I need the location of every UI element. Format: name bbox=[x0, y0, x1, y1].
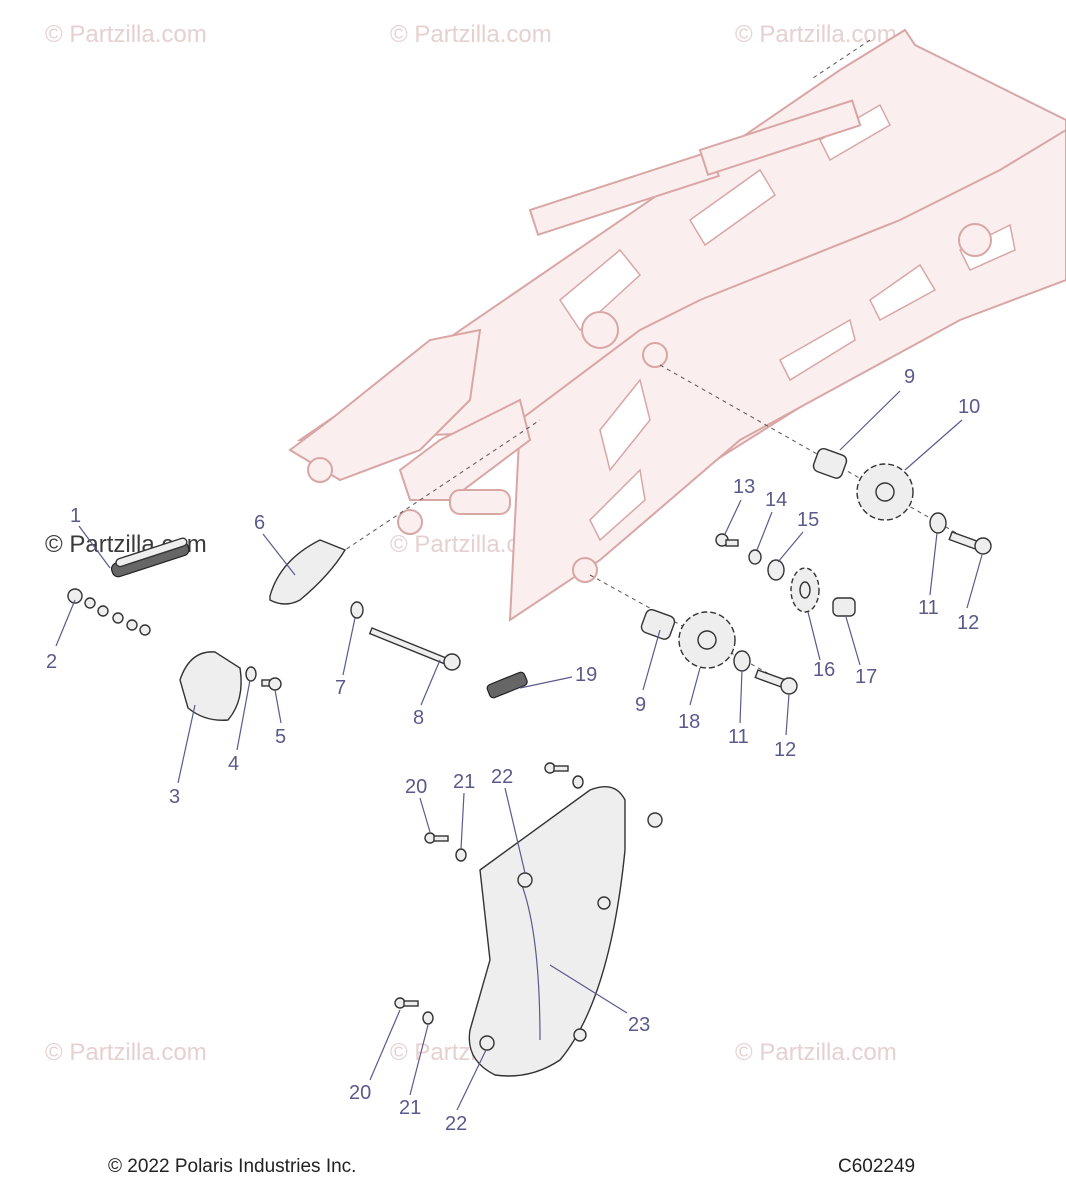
screw-part bbox=[394, 997, 419, 1009]
callout-15: 15 bbox=[797, 509, 819, 531]
suspension-frame bbox=[288, 28, 1066, 622]
washer-part bbox=[733, 650, 751, 672]
callout-14: 14 bbox=[765, 489, 787, 511]
callout-7: 7 bbox=[335, 677, 346, 699]
bushing-part bbox=[767, 559, 785, 581]
parts bbox=[67, 447, 992, 1077]
washer-part bbox=[455, 848, 467, 862]
callout-20-lower: 20 bbox=[349, 1082, 371, 1104]
watermark-text: © Partzilla.com bbox=[45, 21, 207, 48]
callout-11-upper: 11 bbox=[918, 597, 939, 619]
long-bolt-part bbox=[368, 627, 461, 671]
chain-link-part bbox=[67, 588, 151, 636]
spacer-part bbox=[640, 608, 676, 640]
grommet-part bbox=[597, 896, 611, 910]
chaincase-cover-part bbox=[468, 786, 626, 1077]
sprocket-part bbox=[678, 611, 736, 669]
grommet-part bbox=[517, 872, 533, 888]
washer-part bbox=[572, 775, 584, 789]
watermark-text: © Partzilla.com bbox=[735, 21, 897, 48]
callout-18: 18 bbox=[678, 711, 700, 733]
diagram-id: C602249 bbox=[838, 1156, 916, 1177]
bolt-part bbox=[261, 677, 282, 691]
bolt-part bbox=[948, 531, 992, 555]
callout-1: 1 bbox=[70, 505, 81, 527]
callout-20-upper: 20 bbox=[405, 776, 427, 798]
callout-21-lower: 21 bbox=[399, 1097, 421, 1119]
grommet-part bbox=[479, 1035, 495, 1051]
washer-part bbox=[929, 512, 947, 534]
callout-labels: 1 2 3 4 5 6 7 8 9 9 10 11 11 12 12 13 14… bbox=[46, 366, 980, 1135]
watermark-text: © Partzilla.com bbox=[735, 1039, 897, 1066]
washer-part bbox=[350, 601, 364, 619]
idler-part bbox=[790, 567, 820, 613]
bolt-part bbox=[715, 533, 739, 547]
screw-part bbox=[544, 762, 569, 774]
washer-part bbox=[245, 666, 257, 682]
callout-12-upper: 12 bbox=[957, 612, 979, 634]
callout-5: 5 bbox=[275, 726, 286, 748]
callout-19: 19 bbox=[575, 664, 597, 686]
callout-9-lower: 9 bbox=[635, 694, 646, 716]
callout-2: 2 bbox=[46, 651, 57, 673]
callout-6: 6 bbox=[254, 512, 265, 534]
sprocket-part bbox=[856, 463, 914, 521]
callout-12-lower: 12 bbox=[774, 739, 796, 761]
copyright-text: © 2022 Polaris Industries Inc. bbox=[108, 1156, 357, 1177]
callout-13: 13 bbox=[733, 476, 755, 498]
bushing-part bbox=[832, 597, 856, 617]
callout-17: 17 bbox=[855, 666, 877, 688]
callout-10: 10 bbox=[958, 396, 980, 418]
chain-part bbox=[110, 537, 190, 578]
chain-segment-part bbox=[486, 671, 528, 699]
watermark-text: © Partzilla.com bbox=[45, 1039, 207, 1066]
tensioner-block-part bbox=[179, 651, 242, 721]
callout-3: 3 bbox=[169, 786, 180, 808]
callout-9-upper: 9 bbox=[904, 366, 915, 388]
callout-22-lower: 22 bbox=[445, 1113, 467, 1135]
callout-4: 4 bbox=[228, 753, 239, 775]
washer-part bbox=[422, 1011, 434, 1025]
callout-11-lower: 11 bbox=[728, 726, 749, 748]
slider-shoe-part bbox=[269, 539, 347, 605]
screw-part bbox=[424, 832, 449, 844]
callout-21-upper: 21 bbox=[453, 771, 475, 793]
washer-part bbox=[748, 549, 762, 565]
bolt-part bbox=[754, 669, 798, 695]
watermark-text: © Partzilla.com bbox=[390, 21, 552, 48]
leader-lines bbox=[55, 390, 983, 1111]
spacer-part bbox=[812, 447, 848, 479]
grommet-part bbox=[647, 812, 663, 828]
callout-16: 16 bbox=[813, 659, 835, 681]
callout-23: 23 bbox=[628, 1014, 650, 1036]
grommet-part bbox=[573, 1028, 587, 1042]
callout-8: 8 bbox=[413, 707, 424, 729]
callout-22-upper: 22 bbox=[491, 766, 513, 788]
